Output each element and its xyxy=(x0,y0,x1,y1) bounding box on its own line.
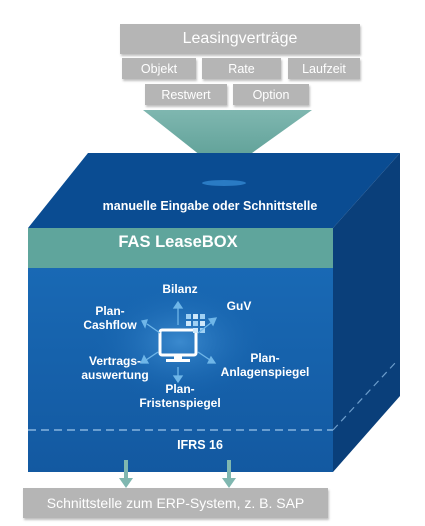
cube-top xyxy=(28,153,400,228)
ifrs-label: IFRS 16 xyxy=(177,438,223,452)
attribute-objekt: Objekt xyxy=(122,58,196,79)
brand-title: FAS LeaseBOX xyxy=(118,233,238,251)
output-bilanz: Bilanz xyxy=(162,282,198,296)
output-plan-fristenspiegel: Plan- Fristenspiegel xyxy=(139,382,221,410)
erp-interface-box: Schnittstelle zum ERP-System, z. B. SAP xyxy=(23,488,328,518)
output-arrows xyxy=(140,300,218,384)
funnel xyxy=(143,110,312,163)
brand-band xyxy=(28,228,333,268)
monitor-icon xyxy=(158,314,205,362)
erp-interface-label: Schnittstelle zum ERP-System, z. B. SAP xyxy=(46,495,305,511)
output-vertragsauswertung: Vertrags- auswertung xyxy=(81,354,149,382)
output-plan-anlagenspiegel: Plan- Anlagenspiegel xyxy=(220,351,310,379)
leasing-contracts-box: Leasingverträge xyxy=(120,24,360,54)
attribute-restwert: Restwert xyxy=(145,84,227,105)
attribute-laufzeit: Laufzeit xyxy=(288,58,360,79)
input-label: manuelle Eingabe oder Schnittstelle xyxy=(102,199,318,213)
cube-side xyxy=(333,153,400,472)
attribute-laufzeit-label: Laufzeit xyxy=(302,61,346,76)
dashed-divider-side xyxy=(332,361,397,431)
attribute-objekt-label: Objekt xyxy=(140,61,178,76)
leasing-contracts-title: Leasingverträge xyxy=(182,30,298,47)
erp-arrows xyxy=(119,460,236,488)
attribute-rate-label: Rate xyxy=(228,61,255,76)
attribute-option-label: Option xyxy=(252,87,290,102)
attribute-restwert-label: Restwert xyxy=(161,87,211,102)
output-plan-cashflow: Plan- Cashflow xyxy=(83,304,137,332)
attribute-rate: Rate xyxy=(202,58,281,79)
output-guv: GuV xyxy=(226,299,252,313)
attribute-option: Option xyxy=(233,84,309,105)
hub-glow xyxy=(90,282,270,402)
funnel-opening xyxy=(202,180,246,186)
